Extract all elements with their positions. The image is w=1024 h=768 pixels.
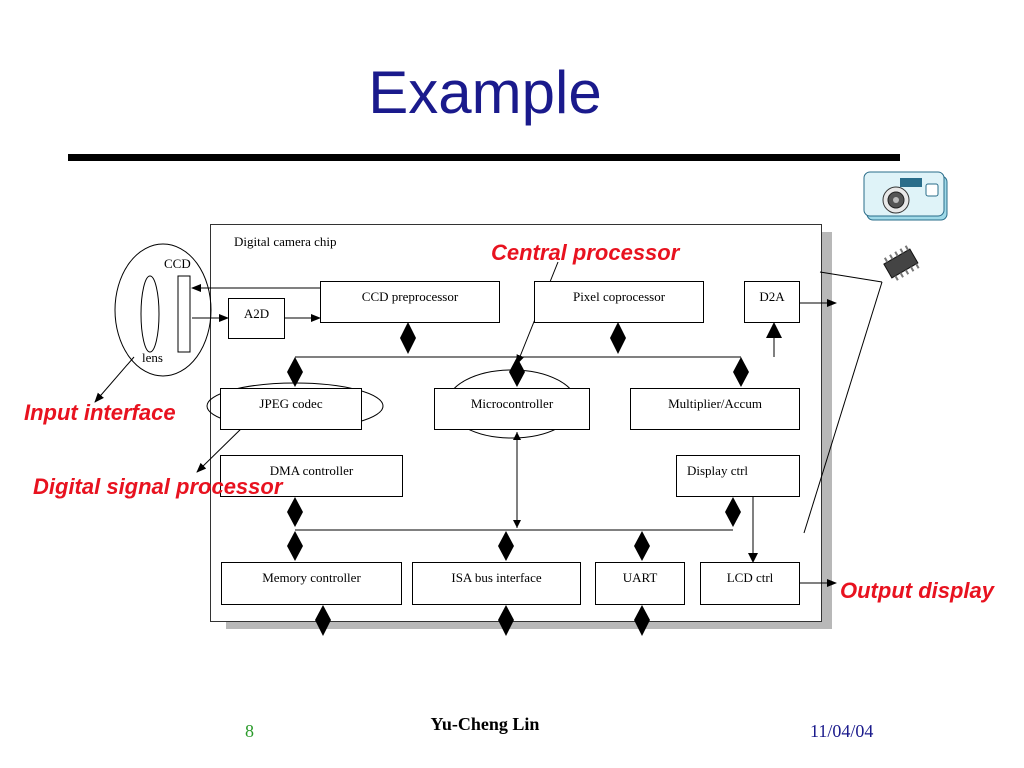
slide-title: Example xyxy=(368,59,602,126)
output-display-callout: Output display xyxy=(840,578,994,603)
title-rule xyxy=(68,154,900,161)
ccd-label: CCD xyxy=(164,256,191,271)
lens-label: lens xyxy=(142,350,163,365)
footer-author: Yu-Cheng Lin xyxy=(430,714,540,734)
footer-date: 11/04/04 xyxy=(810,721,874,741)
isa-bus-interface-block: ISA bus interface xyxy=(412,562,581,605)
ic-chip-icon xyxy=(883,245,920,281)
display-to-lcd-head xyxy=(748,553,758,563)
ccd-sensor xyxy=(177,275,191,353)
lcd-ctrl-block: LCD ctrl xyxy=(700,562,800,605)
pixel-coprocessor-block: Pixel coprocessor xyxy=(534,281,704,323)
display-ctrl-block: Display ctrl xyxy=(676,455,800,497)
memory-controller-block: Memory controller xyxy=(221,562,402,605)
dsp-pointer xyxy=(196,423,247,473)
microcontroller-link-head-bottom xyxy=(513,520,521,528)
output-to-lcd-line xyxy=(803,281,883,534)
jpeg-codec-block: JPEG codec xyxy=(220,388,362,430)
input-interface-pointer xyxy=(94,356,135,403)
output-to-chip-line xyxy=(819,271,883,283)
lens-assembly-circle xyxy=(114,243,212,377)
chip-label: Digital camera chip xyxy=(234,234,337,249)
lens-element xyxy=(140,275,160,353)
ccd-preprocessor-block: CCD preprocessor xyxy=(320,281,500,323)
a2d-block: A2D xyxy=(228,298,285,339)
bus-taps xyxy=(287,322,782,636)
uart-block: UART xyxy=(595,562,685,605)
multiplier-accum-block: Multiplier/Accum xyxy=(630,388,800,430)
camera-icon xyxy=(863,171,948,221)
page-number: 8 xyxy=(245,721,254,741)
central-processor-callout: Central processor xyxy=(491,240,680,265)
microcontroller-block: Microcontroller xyxy=(434,388,590,430)
digital-signal-processor-callout: Digital signal processor xyxy=(33,474,283,499)
input-interface-callout: Input interface xyxy=(24,400,176,425)
d2a-block: D2A xyxy=(744,281,800,323)
dma-controller-block: DMA controller xyxy=(220,455,403,497)
